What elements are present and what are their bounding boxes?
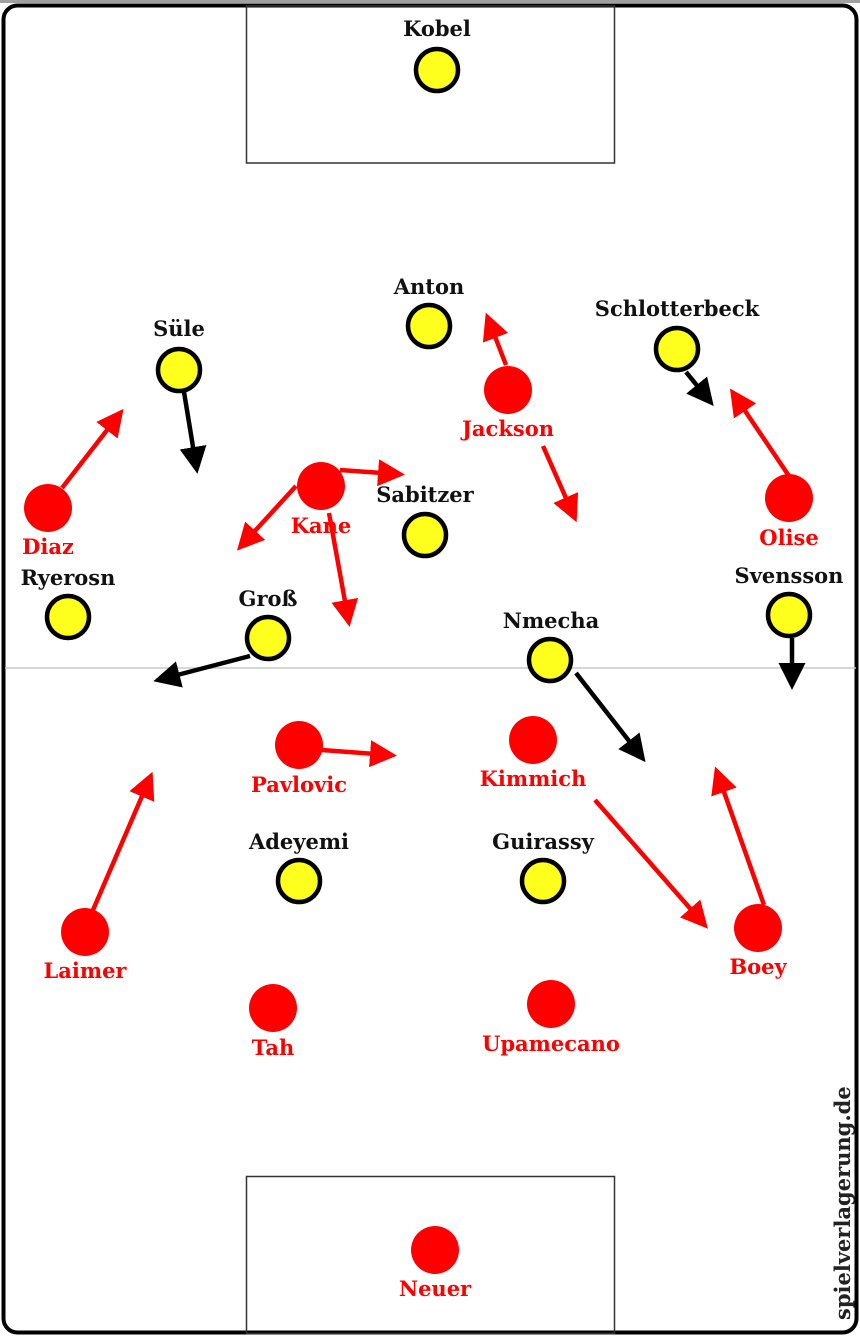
away-player-marker <box>765 591 813 639</box>
player-name-label: Kobel <box>403 16 471 41</box>
top-penalty-box <box>245 5 616 164</box>
player-name-label: Schlotterbeck <box>595 296 760 321</box>
player-name-label: Kimmich <box>480 766 587 791</box>
player-name-label: Anton <box>393 274 465 299</box>
home-player-marker <box>249 984 297 1032</box>
red-movement-arrow <box>729 388 791 478</box>
player-name-label: Jackson <box>460 416 554 441</box>
player-jackson: Jackson <box>460 366 554 441</box>
top-edge <box>0 0 860 3</box>
player-name-label: Adeyemi <box>248 829 349 854</box>
away-player-marker <box>413 46 461 94</box>
player-name-label: Groß <box>239 586 298 611</box>
player-kobel: Kobel <box>403 16 471 94</box>
home-player-marker <box>509 716 557 764</box>
away-player-marker <box>653 325 701 373</box>
home-player-marker <box>411 1226 459 1274</box>
player-kane: Kane <box>291 462 352 538</box>
bottom-penalty-box <box>245 1175 616 1335</box>
black-movement-arrow <box>153 653 251 688</box>
red-movement-arrow <box>482 312 509 366</box>
player-laimer: Laimer <box>44 908 128 983</box>
player-nmecha: Nmecha <box>503 608 600 684</box>
player-name-label: Ryerosn <box>21 565 116 590</box>
red-movement-arrow <box>593 798 708 929</box>
away-player-marker <box>155 346 203 394</box>
away-player-marker <box>244 614 292 662</box>
home-player-marker <box>61 908 109 956</box>
player-süle: Süle <box>153 316 205 394</box>
red-movement-arrow <box>60 408 124 490</box>
player-upamecano: Upamecano <box>482 980 620 1056</box>
home-player-marker <box>734 904 782 952</box>
away-player-marker <box>526 636 574 684</box>
player-guirassy: Guirassy <box>492 829 595 905</box>
player-pavlovic: Pavlovic <box>251 721 347 797</box>
watermark: spielverlagerung.de <box>830 1086 855 1320</box>
player-name-label: Olise <box>759 525 818 550</box>
player-kimmich: Kimmich <box>480 716 587 791</box>
player-boey: Boey <box>729 904 787 979</box>
player-schlotterbeck: Schlotterbeck <box>595 296 760 373</box>
red-movement-arrow <box>326 512 359 627</box>
player-name-label: Guirassy <box>492 829 594 854</box>
home-player-marker <box>527 980 575 1028</box>
away-player-marker <box>405 302 453 350</box>
player-name-label: Sabitzer <box>376 482 474 507</box>
player-groß: Groß <box>239 586 298 662</box>
player-diaz: Diaz <box>22 484 74 559</box>
away-player-marker <box>401 511 449 559</box>
red-movement-arrow <box>540 445 579 523</box>
home-player-marker <box>275 721 323 769</box>
black-movement-arrow <box>684 370 714 406</box>
pitch-outline <box>1 3 859 1335</box>
home-player-marker <box>24 484 72 532</box>
player-name-label: Svensson <box>735 563 844 588</box>
player-name-label: Pavlovic <box>251 772 347 797</box>
away-player-marker <box>44 593 92 641</box>
player-neuer: Neuer <box>399 1226 472 1301</box>
black-movement-arrow <box>179 391 207 474</box>
player-adeyemi: Adeyemi <box>248 829 349 905</box>
black-movement-arrow <box>574 671 646 763</box>
red-movement-arrow <box>711 766 767 906</box>
player-name-label: Nmecha <box>503 608 600 633</box>
red-movement-arrow <box>90 771 155 911</box>
away-player-marker <box>275 857 323 905</box>
player-tah: Tah <box>249 984 297 1060</box>
home-player-marker <box>765 474 813 522</box>
player-svensson: Svensson <box>735 563 844 639</box>
away-player-marker <box>519 857 567 905</box>
player-name-label: Boey <box>729 954 787 979</box>
red-movement-arrow <box>236 484 298 551</box>
home-player-marker <box>484 366 532 414</box>
movement-arrows <box>60 312 806 929</box>
player-name-label: Süle <box>153 316 205 341</box>
player-olise: Olise <box>759 474 819 550</box>
player-name-label: Laimer <box>44 958 128 983</box>
player-name-label: Upamecano <box>482 1031 620 1056</box>
player-name-label: Tah <box>252 1035 295 1060</box>
player-name-label: Kane <box>291 513 352 538</box>
player-sabitzer: Sabitzer <box>376 482 475 559</box>
home-player-marker <box>297 462 345 510</box>
player-name-label: Diaz <box>22 534 74 559</box>
red-movement-arrow <box>321 740 397 768</box>
player-ryerosn: Ryerosn <box>21 565 116 641</box>
player-anton: Anton <box>393 274 465 350</box>
player-name-label: Neuer <box>399 1276 472 1301</box>
red-movement-arrow <box>339 459 405 487</box>
